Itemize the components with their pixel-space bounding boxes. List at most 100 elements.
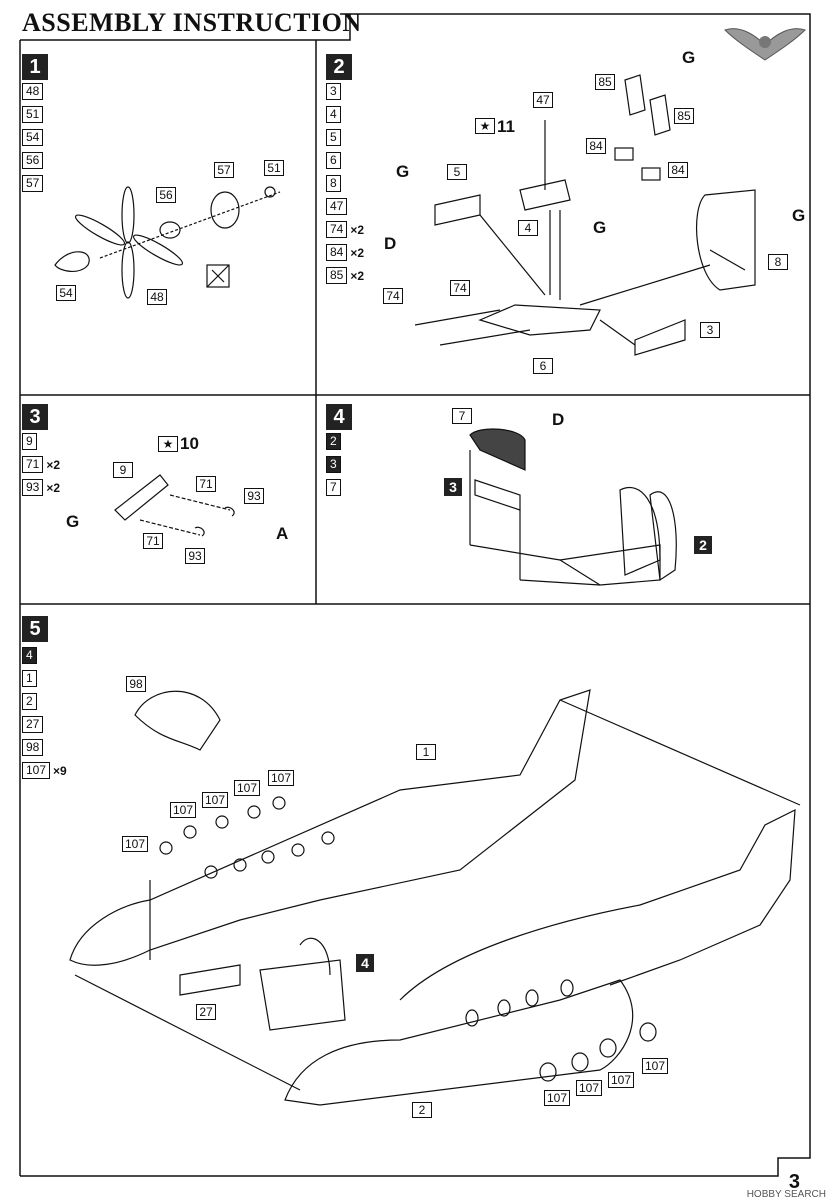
part-number: 6	[326, 152, 341, 169]
part-number: 3	[326, 456, 341, 473]
part-number: 1	[22, 670, 37, 687]
part-callout: 71	[196, 476, 216, 492]
part-number: 9	[22, 433, 37, 450]
part-callout: 71	[143, 533, 163, 549]
step5-part-list: 4 1 2 27 98 107×9	[22, 644, 67, 782]
part-number: 2	[326, 433, 341, 450]
part-callout: 107	[122, 836, 149, 852]
part-number: 56	[22, 152, 44, 169]
step3-part-list: 9 71×2 93×2	[22, 430, 60, 499]
decal-icon: ★	[158, 436, 178, 452]
window-row-lower	[465, 979, 657, 1082]
part-number: 2	[22, 693, 37, 710]
step-number: 4	[326, 404, 352, 430]
quantity: ×2	[350, 245, 365, 260]
part-callout: 6	[533, 358, 553, 374]
watermark: HOBBY SEARCH	[746, 1189, 826, 1200]
part-callout: 56	[156, 187, 176, 203]
part-number: 47	[326, 198, 348, 215]
part-callout: 84	[586, 138, 606, 154]
part-callout: 85	[674, 108, 694, 124]
part-callout: 74	[450, 280, 470, 296]
part-callout: 3	[700, 322, 720, 338]
part-number: 93	[22, 479, 44, 496]
part-callout: 57	[214, 162, 234, 178]
paint-code: G	[682, 48, 696, 67]
sub-assembly-callout: 2	[694, 536, 712, 554]
part-callout: 48	[147, 289, 167, 305]
decal-icon: ★	[475, 118, 495, 134]
sub-assembly-callout: 3	[444, 478, 462, 496]
quantity: ×2	[350, 268, 365, 283]
paint-code: G	[396, 162, 410, 181]
part-callout: 5	[447, 164, 467, 180]
step-number: 1	[22, 54, 48, 80]
paint-code: D	[384, 234, 397, 253]
paint-code: G	[66, 512, 80, 531]
quantity: ×9	[53, 763, 67, 778]
part-callout: 7	[452, 408, 472, 424]
part-callout: 9	[113, 462, 133, 478]
paint-code: A	[276, 524, 289, 543]
part-callout: 8	[768, 254, 788, 270]
part-number: 57	[22, 175, 44, 192]
step-number: 2	[326, 54, 352, 80]
quantity: ×2	[46, 457, 61, 472]
step4-part-list: 2 3 7	[326, 430, 341, 499]
part-callout: 4	[518, 220, 538, 236]
step4-drawing	[469, 428, 677, 586]
part-callout: 107	[268, 770, 295, 786]
part-callout: 93	[244, 488, 264, 504]
part-callout: 47	[533, 92, 553, 108]
step1-part-list: 48 51 54 56 57	[22, 80, 44, 195]
part-callout: 107	[170, 802, 197, 818]
part-callout: 107	[234, 780, 261, 796]
step3-drawing	[114, 474, 235, 537]
part-callout: 98	[126, 676, 146, 692]
part-number: 7	[326, 479, 341, 496]
part-number: 27	[22, 716, 44, 733]
part-number: 85	[326, 267, 348, 284]
sub-assembly-callout: 4	[356, 954, 374, 972]
part-callout: 93	[185, 548, 205, 564]
part-number: 5	[326, 129, 341, 146]
paint-code: G	[792, 206, 806, 225]
decal-number: 10	[180, 434, 199, 453]
quantity: ×2	[350, 222, 365, 237]
part-number: 107	[22, 762, 51, 779]
part-callout: 85	[595, 74, 615, 90]
page-number: 3	[788, 1171, 800, 1193]
part-number: 4	[22, 647, 37, 664]
part-number: 48	[22, 83, 44, 100]
paint-code: G	[593, 218, 607, 237]
eagle-logo	[724, 28, 806, 61]
part-number: 84	[326, 244, 348, 261]
step1-drawing	[54, 186, 281, 299]
paint-code: D	[552, 410, 565, 429]
part-number: 71	[22, 456, 44, 473]
part-callout: 107	[642, 1058, 669, 1074]
part-callout: 107	[544, 1090, 571, 1106]
step2-drawing	[414, 74, 756, 356]
step2-part-list: 3 4 5 6 8 47 74×2 84×2 85×2	[326, 80, 364, 287]
part-callout: 51	[264, 160, 284, 176]
decal-number: 11	[497, 117, 515, 136]
part-callout: 107	[608, 1072, 635, 1088]
part-callout: 107	[576, 1080, 603, 1096]
part-callout: 54	[56, 285, 76, 301]
step-number: 3	[22, 404, 48, 430]
part-callout: 74	[383, 288, 403, 304]
part-number: 3	[326, 83, 341, 100]
part-number: 4	[326, 106, 341, 123]
part-callout: 1	[416, 744, 436, 760]
part-number: 8	[326, 175, 341, 192]
step-number: 5	[22, 616, 48, 642]
part-number: 74	[326, 221, 348, 238]
part-number: 54	[22, 129, 44, 146]
part-callout: 84	[668, 162, 688, 178]
part-number: 51	[22, 106, 44, 123]
page-title: ASSEMBLY INSTRUCTION	[22, 8, 362, 37]
window-row-upper	[159, 796, 335, 879]
step5-drawing	[69, 689, 801, 1106]
